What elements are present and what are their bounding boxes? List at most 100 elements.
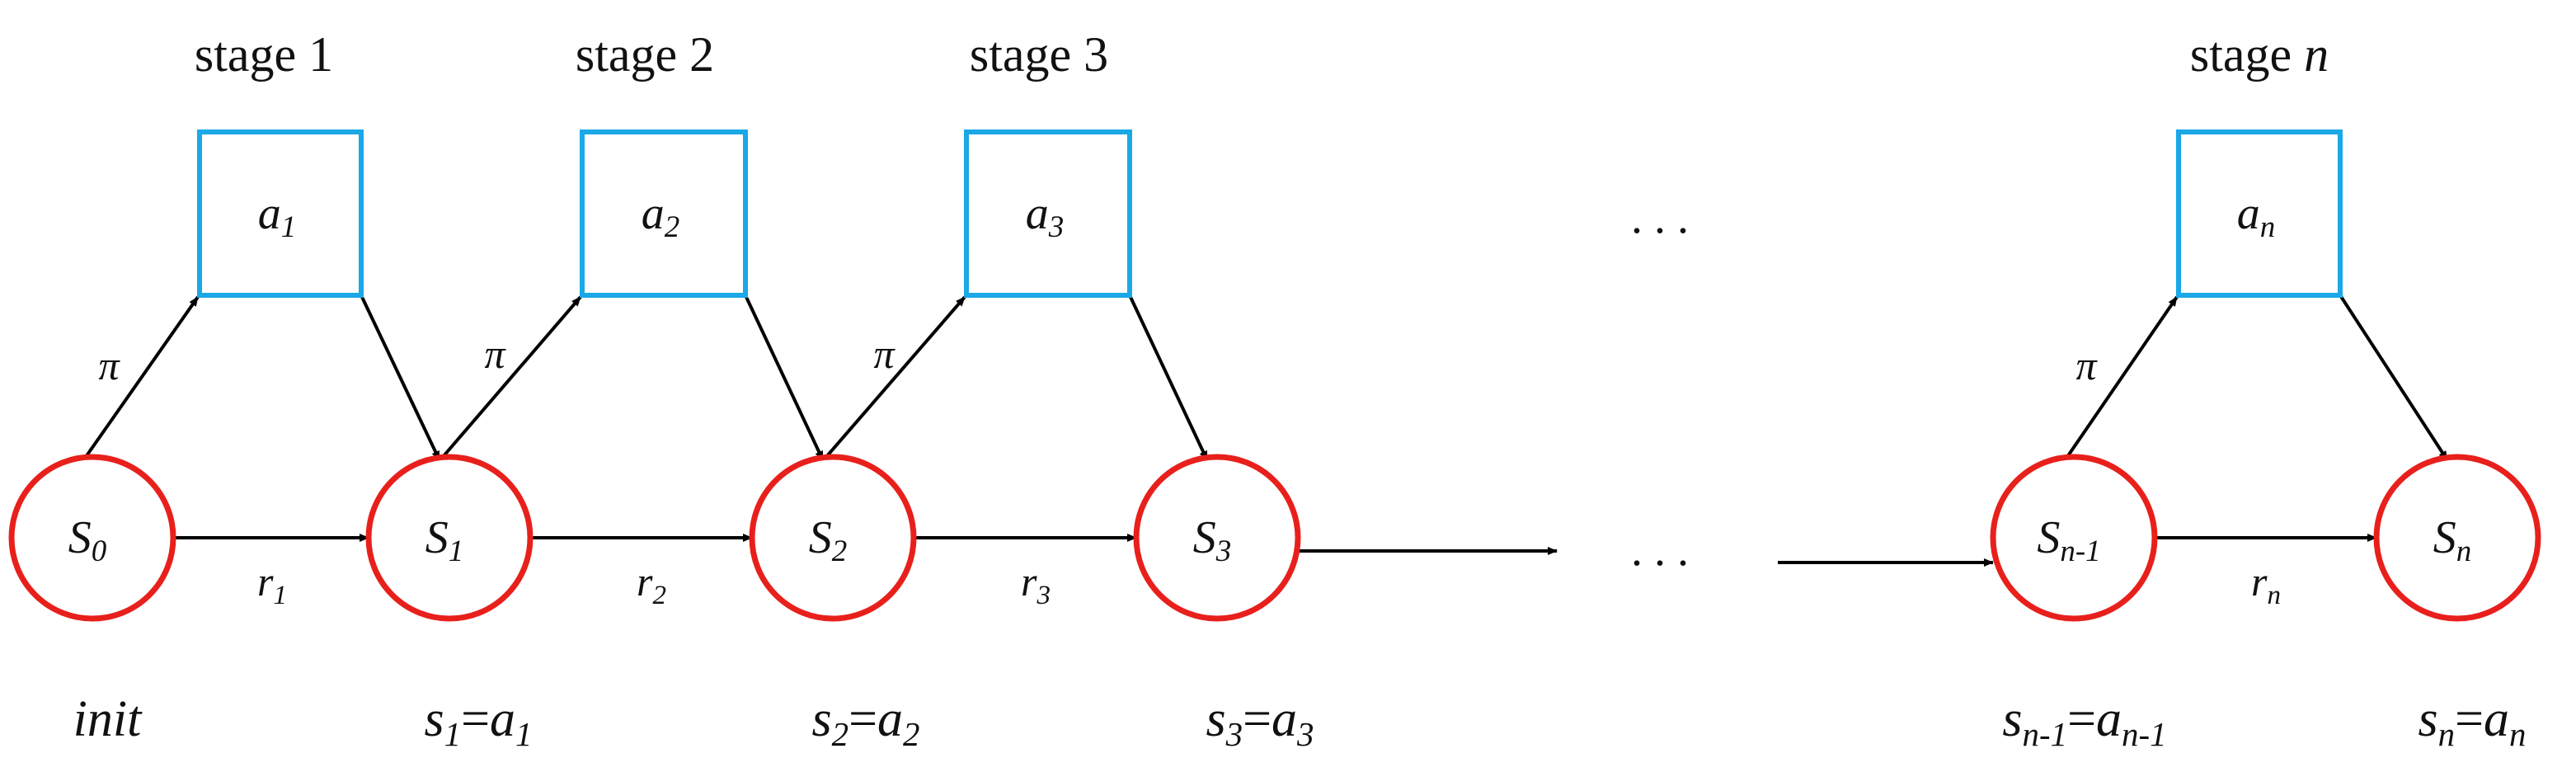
stage-prefix: stage [576, 27, 689, 82]
reward-label-2: r2 [637, 558, 666, 610]
state-label-1-subscript: 1 [449, 534, 463, 567]
reward-label-3-base: r [1021, 558, 1037, 605]
state-label-0-subscript: 0 [92, 534, 106, 567]
eq-action: a [2096, 691, 2122, 747]
state-label-4-subscript: n-1 [2060, 534, 2100, 567]
eq-action: a [877, 691, 903, 747]
action-label-4: an [2237, 188, 2275, 243]
state-label-3: S3 [1193, 512, 1231, 567]
stage-label-4: stage n [2190, 27, 2329, 82]
stage-label-3: stage 3 [970, 27, 1108, 82]
reward-label-1: r1 [257, 558, 287, 610]
action-box-4 [2176, 129, 2343, 298]
eq-action: a [2484, 691, 2509, 747]
equality-label-4: sn-1=an-1 [2002, 691, 2166, 753]
action-label-3: a3 [1026, 188, 1064, 243]
policy-label-3: π [873, 331, 895, 377]
ellipsis-2: ... [1631, 525, 1700, 576]
reward-label-4: rn [2251, 558, 2281, 610]
reward-label-3-subscript: 3 [1036, 581, 1051, 610]
eq-state: s [1206, 691, 1225, 747]
action-box-2 [580, 129, 748, 298]
stage-prefix: stage [195, 27, 308, 82]
action-label-4-base: a [2237, 188, 2260, 239]
action-box-3 [964, 129, 1132, 298]
eq-action-subscript: 3 [1296, 716, 1314, 753]
state-label-0: S0 [68, 512, 106, 567]
eq-state: s [2418, 691, 2437, 747]
transition-arrow-2 [744, 294, 825, 461]
eq-action-subscript: n [2509, 716, 2526, 753]
state-node-4 [1990, 454, 2158, 622]
eq-action-subscript: 2 [903, 716, 919, 753]
reward-label-4-base: r [2251, 558, 2268, 605]
stage-prefix: stage [970, 27, 1084, 82]
nodes-layer [8, 129, 2541, 622]
action-label-3-base: a [1026, 188, 1049, 239]
policy-label-1: π [98, 342, 120, 388]
eq-action-subscript: n-1 [2122, 716, 2167, 753]
policy-arrow-1 [84, 295, 200, 459]
eq-sign: = [461, 691, 490, 747]
transition-arrow-4 [2339, 294, 2449, 462]
eq-state-subscript: n [2438, 716, 2455, 753]
ellipsis-1: ... [1631, 192, 1700, 243]
eq-state: s [811, 691, 831, 747]
state-label-0-base: S [68, 512, 92, 563]
action-label-1: a1 [258, 188, 296, 243]
eq-action: a [1272, 691, 1297, 747]
stage-label-2: stage 2 [576, 27, 714, 82]
eq-state-subscript: 3 [1225, 716, 1243, 753]
action-label-1-base: a [258, 188, 281, 239]
transition-arrow-1 [360, 294, 441, 461]
eq-action-subscript: 1 [515, 716, 532, 753]
action-label-4-subscript: n [2260, 209, 2275, 243]
state-label-3-subscript: 3 [1215, 534, 1231, 567]
policy-label-2: π [484, 331, 506, 377]
state-label-3-base: S [1193, 512, 1216, 563]
reward-label-3: r3 [1021, 558, 1051, 610]
eq-action: a [490, 691, 515, 747]
equality-label-2: s2=a2 [811, 691, 919, 753]
reward-label-1-subscript: 1 [273, 581, 287, 610]
action-label-2-subscript: 2 [665, 209, 679, 243]
equality-label-5: sn=an [2418, 691, 2526, 753]
state-label-5-subscript: n [2456, 534, 2471, 567]
eq-state: s [2002, 691, 2022, 747]
stage-number: 3 [1084, 27, 1108, 82]
reward-label-2-subscript: 2 [652, 581, 666, 610]
transition-arrow-3 [1128, 294, 1209, 461]
stage-label-1: stage 1 [195, 27, 333, 82]
stage-prefix: stage [2190, 27, 2304, 82]
state-label-4: Sn-1 [2037, 512, 2100, 567]
eq-state: s [424, 691, 444, 747]
reward-label-1-base: r [257, 558, 274, 605]
action-label-2-base: a [642, 188, 665, 239]
eq-state-subscript: 2 [832, 716, 848, 753]
policy-arrow-4 [2066, 295, 2179, 459]
init-label: init [73, 691, 143, 747]
action-box-1 [197, 129, 364, 298]
state-label-5: Sn [2433, 512, 2471, 567]
state-node-1 [365, 454, 534, 622]
policy-arrow-3 [825, 295, 966, 459]
state-label-2: S2 [809, 512, 847, 567]
state-node-3 [1133, 454, 1301, 622]
reward-label-4-subscript: n [2267, 581, 2281, 610]
action-label-1-subscript: 1 [281, 209, 296, 243]
eq-sign: = [1243, 691, 1272, 747]
equality-label-1: s1=a1 [424, 691, 532, 753]
policy-arrow-2 [441, 295, 582, 459]
stage-number: 2 [689, 27, 714, 82]
eq-state-subscript: n-1 [2023, 716, 2068, 753]
state-label-4-base: S [2037, 512, 2060, 563]
state-label-5-base: S [2433, 512, 2456, 563]
eq-sign: = [2455, 691, 2484, 747]
state-node-0 [8, 454, 176, 622]
state-node-2 [749, 454, 917, 622]
stage-number: 1 [308, 27, 333, 82]
state-label-1-base: S [425, 512, 449, 563]
reward-label-2-base: r [637, 558, 653, 605]
